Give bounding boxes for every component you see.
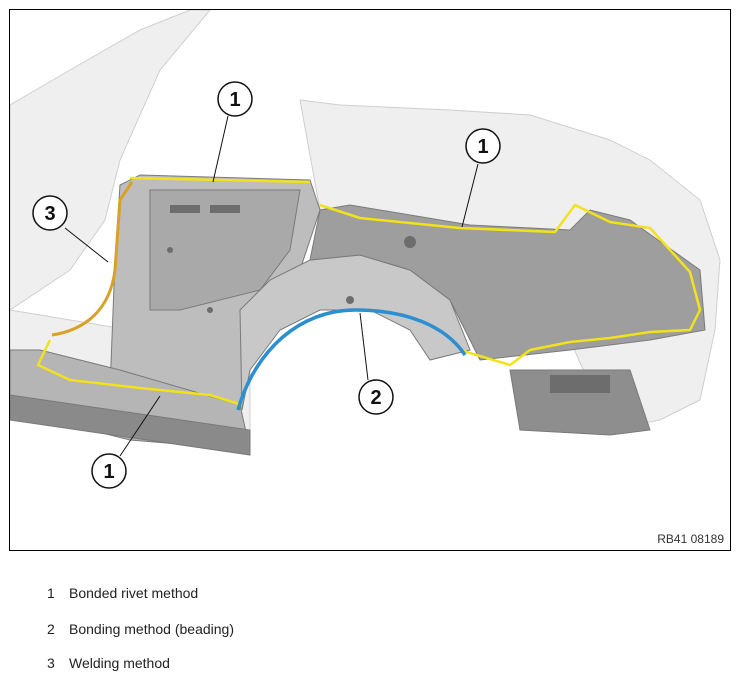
figure-reference-code: RB41 08189 — [657, 532, 724, 546]
leader-lines — [64, 115, 479, 457]
car-body-illustration: 1 1 1 2 3 — [10, 10, 721, 489]
callout-1-rear: 1 — [465, 128, 501, 164]
roof-rail-bonded-line — [129, 176, 311, 184]
pillar-welding-line — [51, 181, 134, 337]
wheel-arch-bonding-line — [236, 308, 467, 411]
callout-1-sill: 1 — [91, 453, 127, 489]
upper-rear-bonded-line — [319, 203, 702, 367]
legend-label: Bonding method (beading) — [69, 621, 235, 637]
svg-text:2: 2 — [370, 387, 381, 409]
callouts: 1 1 1 2 3 — [32, 81, 501, 489]
legend-item-bonding: 2 Bonding method (beading) — [47, 621, 234, 637]
legend-label: Bonded rivet method — [69, 585, 199, 601]
diagram-frame: 1 1 1 2 3 RB41 08189 — [9, 9, 731, 551]
svg-text:1: 1 — [229, 89, 240, 111]
panel-details — [167, 205, 610, 393]
callout-1-roof: 1 — [217, 81, 253, 117]
svg-text:1: 1 — [477, 136, 488, 158]
bonded-rivet-lines — [36, 176, 702, 407]
sill-bonded-line — [36, 339, 243, 407]
legend-number: 3 — [47, 655, 55, 671]
legend-label: Welding method — [69, 655, 170, 671]
legend-item-welding: 3 Welding method — [47, 655, 170, 671]
callout-3-pillar: 3 — [32, 195, 68, 231]
legend-number: 2 — [47, 621, 55, 637]
legend-item-bonded-rivet: 1 Bonded rivet method — [47, 585, 198, 601]
legend-number: 1 — [47, 585, 55, 601]
svg-text:1: 1 — [103, 461, 114, 483]
callout-2-wheel-arch: 2 — [358, 379, 394, 415]
svg-text:3: 3 — [44, 203, 55, 225]
